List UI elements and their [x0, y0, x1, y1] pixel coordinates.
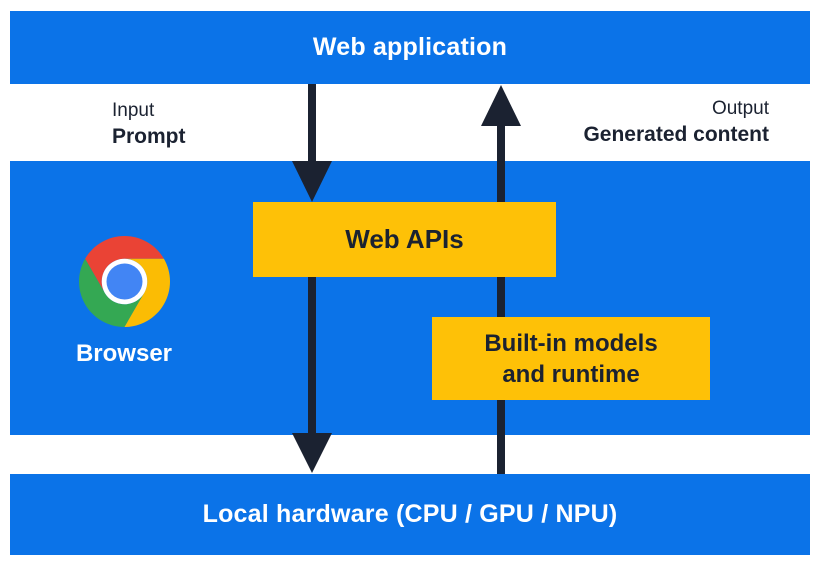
web-apis-label: Web APIs [345, 224, 464, 254]
input-caption: Input [112, 100, 155, 121]
input-label-group: Input Prompt [112, 98, 186, 150]
browser-logo-group: Browser [54, 236, 194, 368]
web-application-label: Web application [312, 33, 508, 61]
chrome-icon [78, 236, 170, 327]
output-label-group: Output Generated content [583, 96, 769, 148]
output-caption: Output [711, 98, 769, 119]
input-value-label: Prompt [112, 125, 186, 148]
browser-label: Browser [75, 340, 173, 367]
local-hardware-label: Local hardware (CPU / GPU / NPU) [202, 500, 618, 528]
web-apis-box: Web APIs [253, 202, 556, 277]
local-hardware-bar: Local hardware (CPU / GPU / NPU) [10, 474, 810, 555]
web-application-bar: Web application [10, 11, 810, 84]
builtin-models-label-line2: and runtime [502, 360, 640, 388]
output-value-label: Generated content [583, 123, 769, 146]
builtin-models-box: Built-in models and runtime [432, 317, 710, 400]
builtin-models-label-line1: Built-in models [484, 329, 658, 357]
